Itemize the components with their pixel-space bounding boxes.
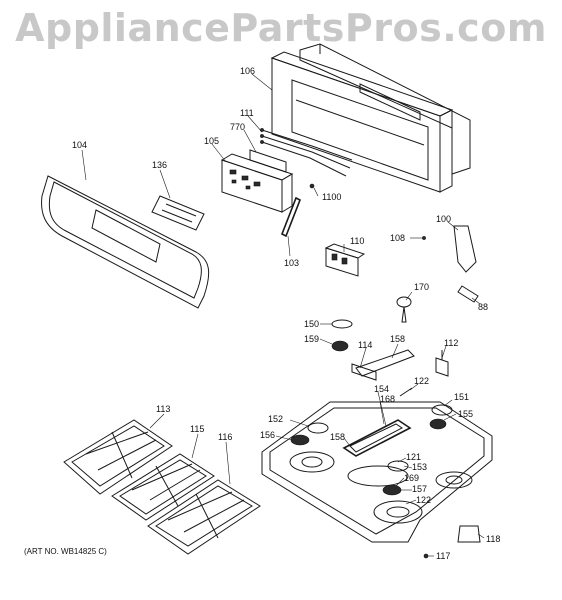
- callout-122-bottom: 122: [416, 495, 431, 505]
- igniter-122: [399, 387, 413, 397]
- callout-116: 116: [218, 432, 232, 442]
- burner-head-156: [290, 434, 310, 446]
- leveling-leg-118: [457, 525, 481, 543]
- callout-168: 168: [380, 394, 395, 404]
- callout-122-top: 122: [414, 376, 429, 386]
- callout-152: 152: [268, 414, 283, 424]
- callout-158-top: 158: [390, 334, 405, 344]
- side-trim: [453, 225, 477, 273]
- burner-head-155: [429, 418, 447, 430]
- burner-head-159: [331, 340, 349, 352]
- callout-104: 104: [72, 140, 87, 150]
- callout-114: 114: [358, 340, 372, 350]
- screw-108: [422, 236, 426, 240]
- callout-121: 121: [406, 452, 421, 462]
- callout-1100: 1100: [322, 192, 341, 202]
- burner-cap-153: [387, 460, 409, 472]
- callout-136: 136: [152, 160, 167, 170]
- touchpad-overlay: [151, 195, 205, 231]
- callout-159: 159: [304, 334, 319, 344]
- callout-155: 155: [458, 409, 473, 419]
- callout-154: 154: [374, 384, 389, 394]
- callout-108: 108: [390, 233, 405, 243]
- burner-head-157: [382, 484, 402, 496]
- burner-cap-152: [307, 422, 329, 434]
- callout-158-bottom: 158: [330, 432, 345, 442]
- screw-117: [423, 553, 429, 559]
- pin-88: [457, 285, 479, 303]
- callout-170: 170: [414, 282, 429, 292]
- watermark: AppliancePartsPros.com: [15, 6, 547, 50]
- trim-158: [355, 349, 415, 377]
- backsplash-cap: [299, 43, 471, 175]
- burner-knob: [396, 296, 412, 323]
- burner-cap-150: [331, 319, 353, 329]
- callout-153: 153: [412, 462, 427, 472]
- callout-156: 156: [260, 430, 275, 440]
- callout-118: 118: [486, 534, 500, 544]
- callout-105: 105: [204, 136, 219, 146]
- callout-112: 112: [444, 338, 458, 348]
- tube-114: [351, 363, 377, 381]
- grate-center: [111, 453, 215, 521]
- backsplash-panel: [270, 51, 454, 193]
- center-burner: [342, 419, 412, 457]
- burner-cap-151: [431, 404, 453, 416]
- callout-106: 106: [240, 66, 255, 76]
- callout-150: 150: [304, 319, 319, 329]
- cooktop: [261, 401, 493, 543]
- leader-lines: [81, 73, 485, 557]
- control-board: [220, 149, 294, 213]
- terminal-block: [324, 243, 366, 277]
- valve-112: [435, 350, 449, 377]
- screw-1100: [309, 183, 315, 189]
- callout-100: 100: [436, 214, 451, 224]
- callout-111: 111: [240, 108, 254, 118]
- callout-113: 113: [156, 404, 170, 414]
- callout-115: 115: [190, 424, 204, 434]
- callout-157: 157: [412, 484, 427, 494]
- callout-labels: 100 104 105 106 108 110 111 770 136 1100…: [72, 66, 500, 561]
- support-bracket: [280, 196, 302, 238]
- callout-88: 88: [478, 302, 488, 312]
- callout-151: 151: [454, 392, 469, 402]
- callout-117: 117: [436, 551, 450, 561]
- callout-169: 169: [404, 473, 419, 483]
- callout-110: 110: [350, 236, 364, 246]
- grate-right: [147, 479, 261, 555]
- control-panel-front: [41, 175, 210, 309]
- callout-103: 103: [284, 258, 299, 268]
- art-number: (ART NO. WB14825 C): [24, 547, 107, 556]
- callout-770: 770: [230, 122, 245, 132]
- wire-harness: [260, 128, 353, 177]
- grate-left: [63, 419, 173, 495]
